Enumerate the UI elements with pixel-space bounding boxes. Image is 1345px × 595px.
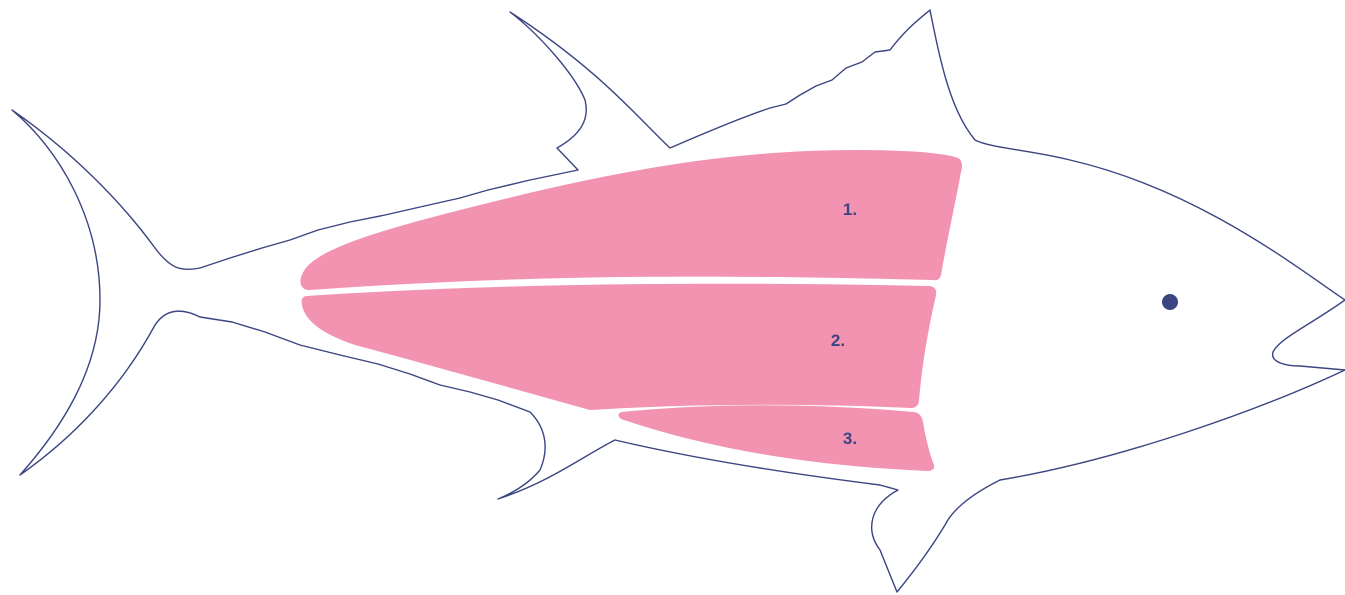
cut-2-label: 2. bbox=[831, 331, 845, 350]
cut-3-label: 3. bbox=[843, 429, 857, 448]
eye-dot bbox=[1162, 294, 1178, 310]
cut-1-label: 1. bbox=[843, 200, 857, 219]
